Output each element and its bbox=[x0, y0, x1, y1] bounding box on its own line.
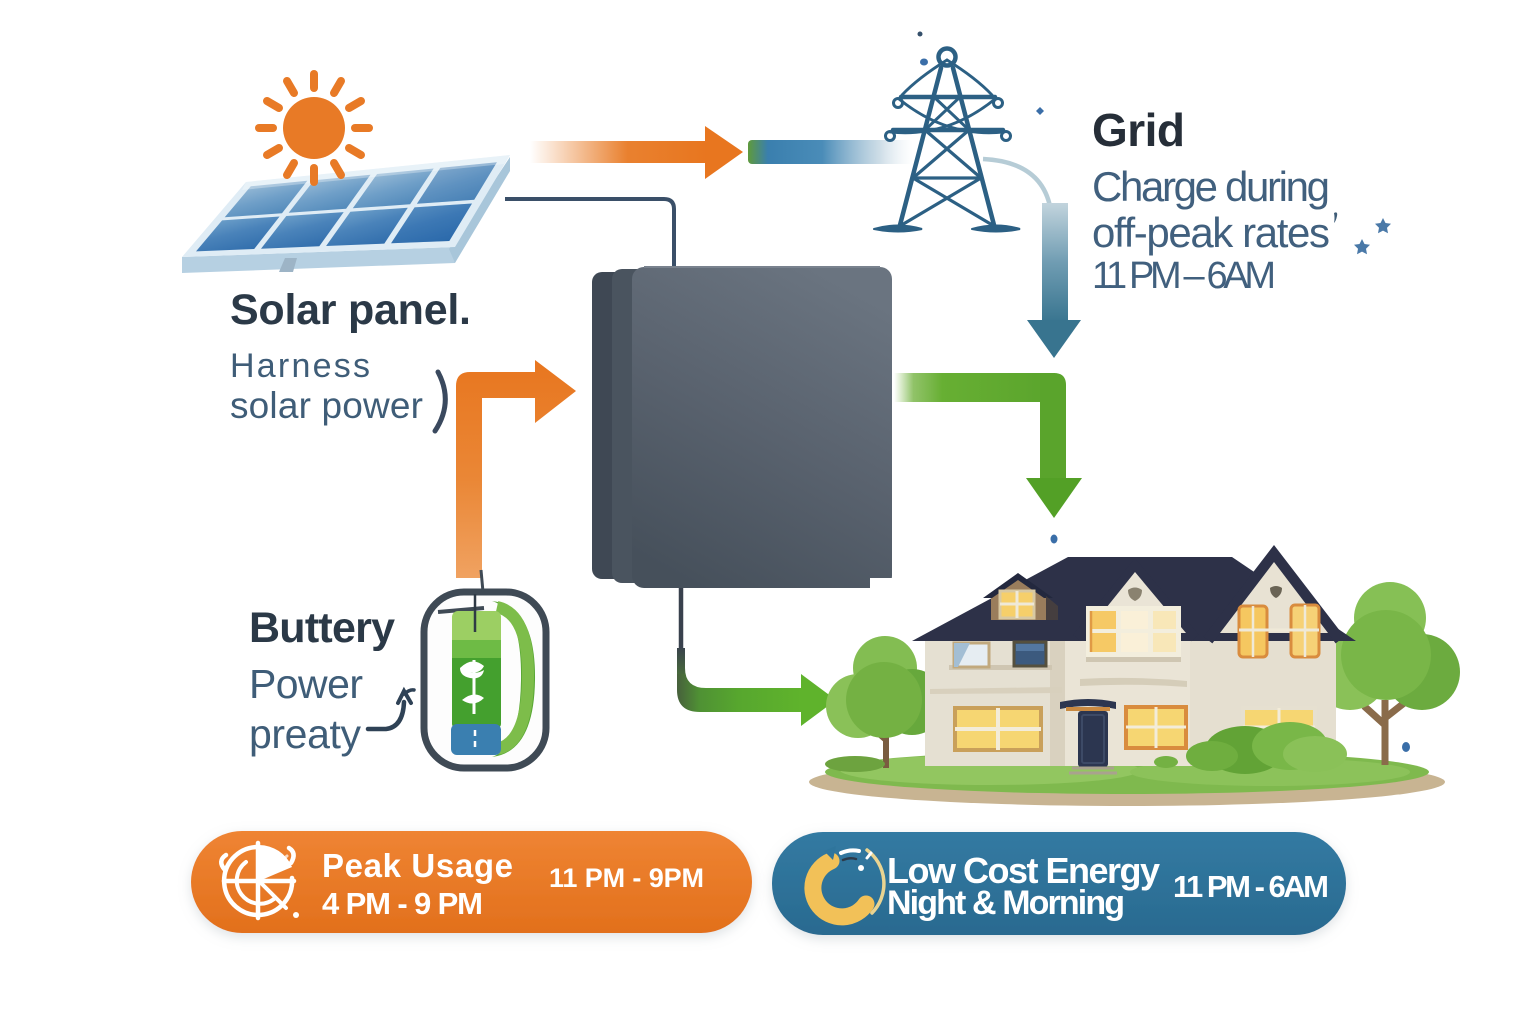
svg-text:11 PM - 9PM: 11 PM - 9PM bbox=[549, 863, 704, 893]
svg-text:Power: Power bbox=[249, 661, 363, 707]
svg-text:Night & Morning: Night & Morning bbox=[887, 884, 1125, 922]
svg-text:preaty: preaty bbox=[249, 711, 362, 757]
svg-text:Solar panel.: Solar panel. bbox=[230, 286, 471, 334]
svg-text:off-peak rates: off-peak rates bbox=[1092, 209, 1330, 256]
svg-text:Grid: Grid bbox=[1092, 104, 1185, 156]
svg-text:Harness: Harness bbox=[230, 347, 370, 385]
svg-text:Buttery: Buttery bbox=[249, 604, 395, 652]
svg-text:solar power: solar power bbox=[230, 385, 423, 426]
svg-text:11 PM – 6AM: 11 PM – 6AM bbox=[1092, 255, 1276, 297]
svg-text:11 PM - 6AM: 11 PM - 6AM bbox=[1173, 869, 1329, 904]
svg-text:Peak Usage: Peak Usage bbox=[322, 847, 513, 884]
svg-text:Charge during: Charge during bbox=[1092, 163, 1330, 210]
svg-text:4 PM - 9 PM: 4 PM - 9 PM bbox=[322, 886, 483, 921]
svg-text:Low Cost Energy: Low Cost Energy bbox=[887, 850, 1160, 891]
